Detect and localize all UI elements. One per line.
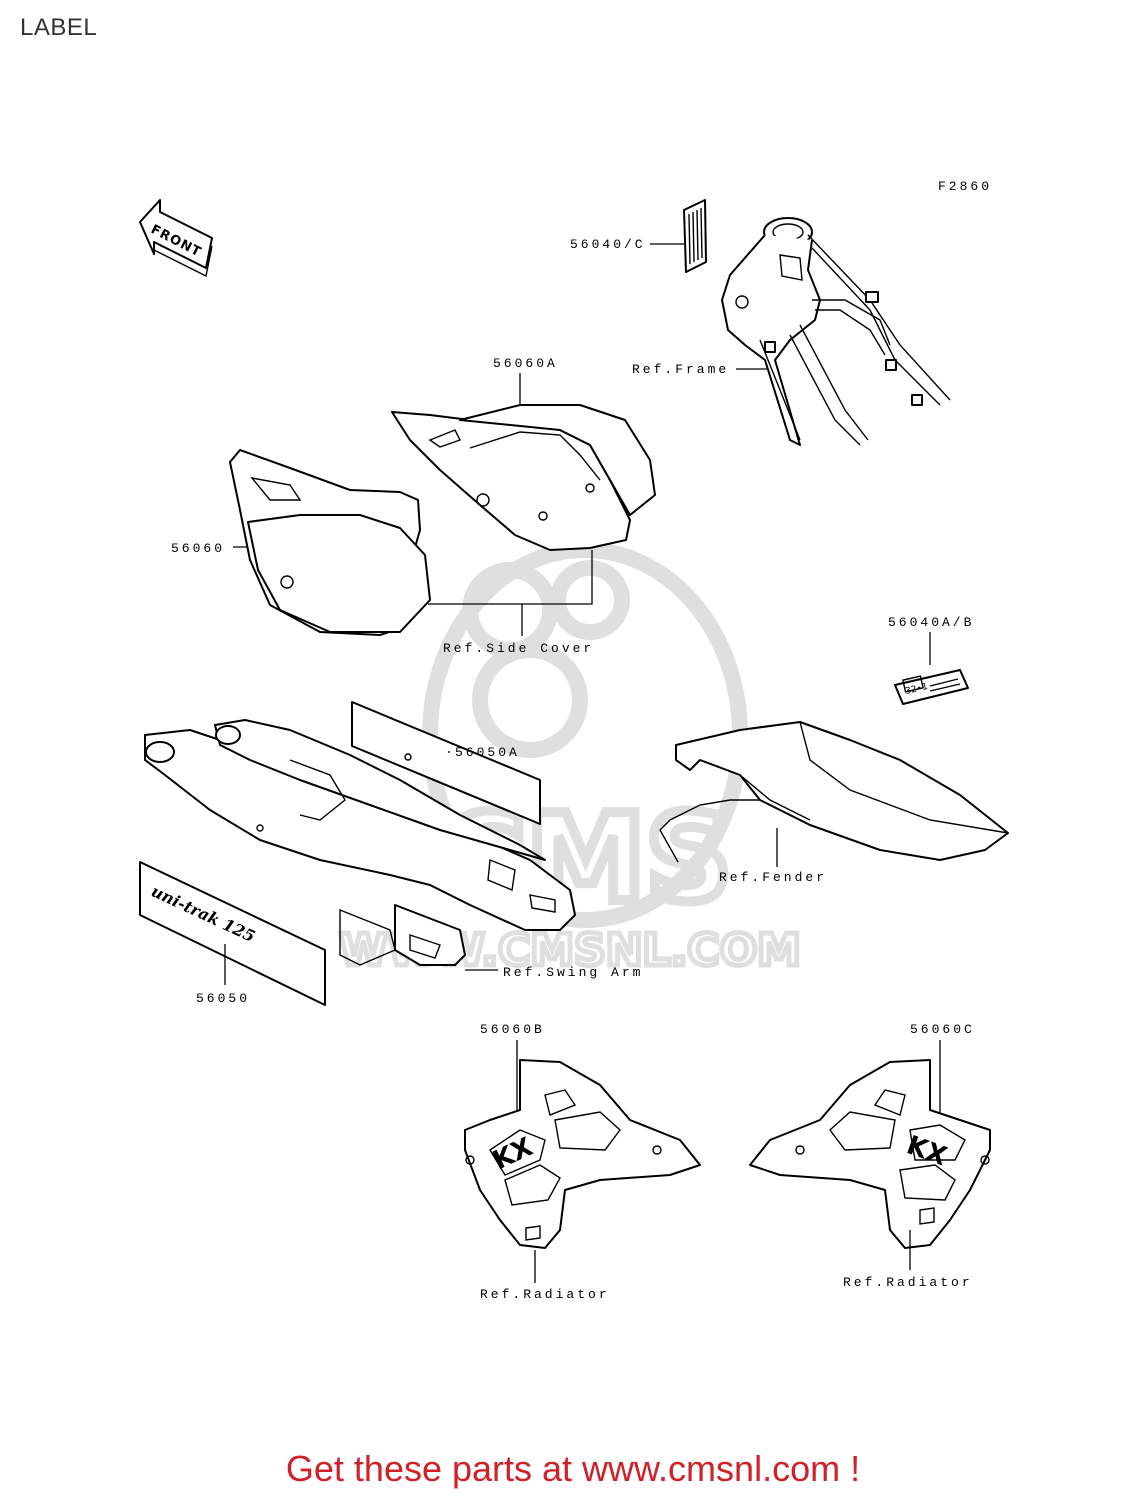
watermark: CMS WWW.CMSNL.COM	[337, 542, 803, 979]
radiator-shroud-left: KX	[464, 1059, 701, 1249]
side-cover-right	[391, 404, 656, 551]
label-56050-text: 56050	[196, 991, 250, 1006]
label-56060-text: 56060	[171, 541, 225, 556]
label-56050a	[351, 701, 541, 825]
label-ref-swing-arm: Ref.Swing Arm	[503, 965, 643, 980]
label-ref-fender: Ref.Fender	[719, 870, 827, 885]
frame-part	[721, 217, 951, 446]
fender-part	[659, 721, 1009, 863]
label-56040ab: 32∙1	[894, 669, 969, 705]
swing-arm-part	[144, 719, 576, 966]
label-ref-radiator-right: Ref.Radiator	[843, 1275, 973, 1290]
label-56050: uni-trak 125	[139, 861, 326, 1006]
label-56040c-text: 56040/C	[570, 237, 646, 252]
side-cover-left	[229, 449, 431, 636]
label-ref-frame: Ref.Frame	[632, 362, 729, 377]
label-56060a-text: 56060A	[493, 356, 558, 371]
label-ref-side-cover: Ref.Side Cover	[443, 641, 594, 656]
figure-code: F2860	[938, 179, 992, 194]
label-56040ab-text: 56040A/B	[888, 615, 974, 630]
label-56060c-text: 56060C	[910, 1022, 975, 1037]
label-ref-radiator-left: Ref.Radiator	[480, 1287, 610, 1302]
label-56040c	[683, 199, 707, 273]
front-arrow-icon: FRONT	[139, 199, 213, 278]
label-56050a-text: 56050A	[455, 745, 520, 760]
label-56060b-text: 56060B	[480, 1022, 545, 1037]
page-title: LABEL	[20, 14, 98, 41]
radiator-shroud-right: KX	[749, 1059, 991, 1249]
ad-banner-link[interactable]: Get these parts at www.cmsnl.com !	[285, 1448, 861, 1489]
